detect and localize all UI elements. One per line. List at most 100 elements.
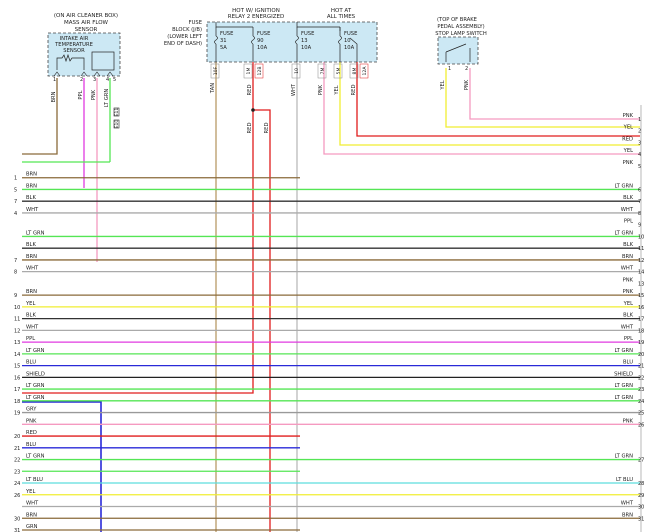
splice-box-2 bbox=[113, 119, 120, 129]
brake-label-1: (TOP OF BRAKE bbox=[437, 17, 477, 23]
right-pin-number: 2 bbox=[638, 129, 641, 135]
red-branch-label-left: RED bbox=[247, 123, 253, 134]
left-wire-label: WHT bbox=[26, 266, 39, 272]
thermistor-symbol bbox=[56, 53, 85, 70]
left-pin-number: 26 bbox=[14, 493, 20, 499]
right-pin-number: 7 bbox=[638, 199, 641, 205]
right-wire-label: RED bbox=[622, 136, 633, 142]
left-pin-number: 17 bbox=[14, 387, 20, 393]
right-wire-label: PPL bbox=[624, 336, 633, 342]
red-branch-right bbox=[253, 109, 271, 532]
left-wire-label: YEL bbox=[25, 489, 35, 495]
fuse-pin-box bbox=[317, 63, 327, 79]
fuse-pin-box bbox=[210, 63, 220, 79]
brake-label-2: PEDAL ASSEMBLY) bbox=[437, 24, 484, 30]
maf-wire-label-pnk: PNK bbox=[91, 89, 97, 100]
right-wire-label: LT GRN bbox=[615, 348, 634, 354]
fuse10-yel-wire bbox=[339, 62, 640, 146]
right-pin-number: 5 bbox=[638, 164, 641, 170]
left-wire-label: WHT bbox=[26, 501, 39, 507]
right-wire-label: LT GRN bbox=[615, 383, 634, 389]
right-wire-label: WHT bbox=[621, 501, 634, 507]
fuse-pin-label: 12B bbox=[257, 67, 263, 76]
right-wire-label: BRN bbox=[622, 254, 633, 260]
right-pin-number: 6 bbox=[638, 187, 641, 193]
brake-yel-wire bbox=[445, 68, 640, 128]
right-wire-label: LT GRN bbox=[615, 395, 634, 401]
left-pin-number: 11 bbox=[14, 317, 20, 323]
left-pin-number: 5 bbox=[14, 187, 17, 193]
red-branch-left bbox=[22, 110, 254, 394]
brake-wire-label-pnk: PNK bbox=[464, 79, 470, 90]
ign-label-1: HOT W/ IGNITION bbox=[232, 8, 280, 14]
right-wire-label: YEL bbox=[623, 148, 633, 154]
fuse10-pnk-wire bbox=[323, 62, 640, 155]
fuse-amperage: 10A bbox=[344, 45, 355, 51]
right-wire-label: WHT bbox=[621, 207, 634, 213]
left-wire-label: LT GRN bbox=[26, 348, 45, 354]
left-wire-label: BLU bbox=[26, 360, 36, 366]
left-wire-label: GRN bbox=[26, 524, 38, 530]
fuse-pin-label: 12A bbox=[362, 66, 368, 76]
left-wire-label: BRN bbox=[26, 512, 37, 518]
left-wire-label: LT BLU bbox=[26, 477, 43, 483]
left-pin-number: 30 bbox=[14, 516, 20, 522]
fuse-pin-label: 10F bbox=[213, 66, 219, 75]
left-pin-number: 14 bbox=[14, 352, 20, 358]
right-wire-label: PPL bbox=[624, 219, 633, 225]
fuse-amperage: 10A bbox=[301, 45, 312, 51]
right-wire-label: LT GRN bbox=[615, 183, 634, 189]
maf-pin-arrow bbox=[80, 71, 88, 77]
right-wire-label: BLK bbox=[623, 313, 633, 319]
fuse-pin-box bbox=[333, 63, 343, 79]
left-pin-number: 9 bbox=[14, 293, 17, 299]
left-wire-label: LT GRN bbox=[26, 383, 45, 389]
fuse-amperage: 5A bbox=[220, 45, 227, 51]
right-wire-label: PNK bbox=[623, 113, 634, 119]
right-wire-label: PNK bbox=[623, 160, 634, 166]
right-wire-label: PNK bbox=[623, 418, 634, 424]
maf-wire-label-ppl: PPL bbox=[78, 90, 84, 99]
splice-label-1: E11 bbox=[114, 108, 120, 117]
left-pin-number: 13 bbox=[14, 340, 20, 346]
left-wire-label: BLK bbox=[26, 313, 36, 319]
fuse-pin-label: 10 bbox=[294, 68, 300, 74]
splice-dot bbox=[251, 108, 255, 112]
right-pin-number: 8 bbox=[638, 211, 641, 217]
left-wire-label: PPL bbox=[26, 336, 35, 342]
left-pin-number: 12 bbox=[14, 328, 20, 334]
maf-pin-arrow bbox=[106, 71, 114, 77]
fuse-pin-label: 7M bbox=[320, 68, 326, 75]
left-pin-number: 18 bbox=[14, 399, 20, 405]
ign-label-2: RELAY 2 ENERGIZED bbox=[228, 14, 284, 20]
maf-wire-label-brn: BRN bbox=[51, 91, 57, 102]
fuse-block-label-1: FUSE bbox=[189, 20, 202, 26]
fuse-number: 13 bbox=[301, 38, 308, 44]
right-pin-number: 1 bbox=[638, 117, 641, 123]
left-pin-number: 31 bbox=[14, 528, 20, 532]
maf-brn-wire bbox=[22, 78, 58, 155]
brake-pin-1: 1 bbox=[448, 66, 451, 72]
left-pin-number: 7 bbox=[14, 258, 17, 264]
fuse-block-label-2: BLOCK (J/B) bbox=[172, 27, 202, 33]
left-wire-label: PNK bbox=[26, 418, 37, 424]
right-wire-label: LT BLU bbox=[616, 477, 633, 483]
left-wire-label: LT GRN bbox=[26, 454, 45, 460]
left-pin-number: 4 bbox=[14, 211, 17, 217]
maf-title-label: MASS AIR FLOW bbox=[64, 20, 109, 26]
fuse-title: FUSE bbox=[344, 31, 357, 37]
left-wire-label: BLK bbox=[26, 195, 36, 201]
fuse-pin-label: 8M bbox=[352, 68, 358, 75]
left-pin-number: 7 bbox=[14, 199, 17, 205]
right-wire-label: PNK bbox=[623, 289, 634, 295]
fuse-block-box bbox=[206, 21, 378, 63]
fuse-number: 10 bbox=[344, 38, 351, 44]
hot-label-2: ALL TIMES bbox=[327, 14, 356, 20]
right-wire-label: BLU bbox=[623, 360, 633, 366]
maf-element-box bbox=[91, 51, 115, 71]
right-wire-label: YEL bbox=[623, 125, 633, 131]
fuse-wire-label-yel: YEL bbox=[334, 85, 340, 95]
right-wire-label: BLK bbox=[623, 195, 633, 201]
left-pin-number: 10 bbox=[14, 305, 20, 311]
